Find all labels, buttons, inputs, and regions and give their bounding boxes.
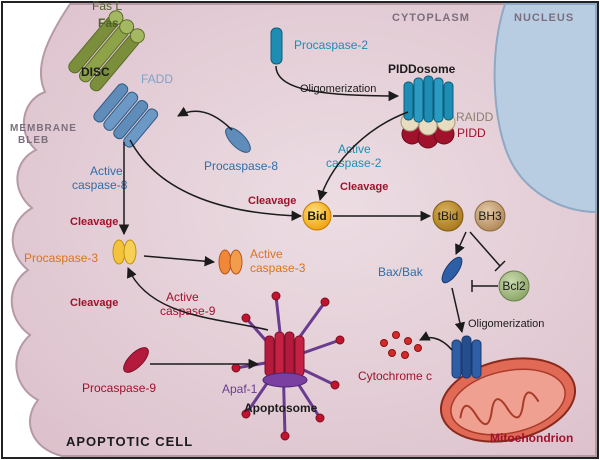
membrane-label-line2: BLEB [18,135,49,146]
nucleus [493,3,597,214]
bax-bak-molecule [441,256,463,284]
mitochondrion-organelle [439,335,577,443]
tbid-molecule [432,200,464,232]
bax-bak-label: Bax/Bak [378,265,424,279]
procaspase-9-molecule [123,347,149,373]
apoptosome-complex [231,291,345,441]
active-caspase-3-molecule [218,249,243,275]
cytoplasm-label: CYTOPLASM [392,12,470,24]
inhibit-bar-bcl2 [494,260,506,272]
apoptosome-label: Apoptosome [244,401,318,415]
arrow-baxbak-to-mitochondrion [451,287,466,334]
procaspase-8-label: Procaspase-8 [204,159,278,173]
procaspase-3-label: Procaspase-3 [24,251,98,265]
mitochondrion-label: Mitochondrion [490,431,573,445]
membrane-label-line1: MEMBRANE [10,123,77,134]
active-caspase-3-label-line1: Active [250,247,283,261]
arrow-procaspase3-to-caspase3 [143,255,216,267]
cytochrome-c-label: Cytochrome c [358,369,432,383]
pidd-label: PIDD [457,126,486,140]
procaspase-2-molecule [270,27,283,65]
arrow-procaspase8-to-disc [177,106,233,131]
bid-molecule [302,201,332,231]
active-caspase-8-label-line1: Active [90,164,123,178]
fas-receptor-complex [68,10,159,148]
apaf-1-label: Apaf-1 [222,382,258,396]
piddosome-label: PIDDosome [388,62,456,76]
procaspase-8-molecule [225,127,251,153]
arrow-piddosome-to-bid [317,111,409,202]
bid-label: Bid [307,209,326,223]
bcl2-molecule [498,270,530,302]
active-caspase-8-label-line2: caspase-8 [72,178,128,192]
piddosome-complex [400,75,456,149]
cytochrome-c-particles [380,331,422,359]
fas-l-label: Fas L [92,0,122,13]
active-caspase-3-label-line2: caspase-3 [250,261,306,275]
fas-label: Fas [98,16,119,30]
disc-label: DISC [81,65,110,79]
active-caspase-9-label-line2: caspase-9 [160,304,216,318]
active-caspase-2-label-line1: Active [338,142,371,156]
active-caspase-9-label-line1: Active [166,290,199,304]
raidd-label: RAIDD [456,110,494,124]
bcl2-label: Bcl2 [502,279,526,293]
cleavage-caspase9-label: Cleavage [70,297,118,309]
tbid-label: tBid [438,209,459,223]
procaspase-9-label: Procaspase-9 [82,381,156,395]
bh3-molecule [474,200,506,232]
arrow-procaspase2-to-piddosome [275,65,400,102]
nucleus-label: NUCLEUS [514,12,574,24]
cleavage-caspase2-label: Cleavage [340,181,388,193]
arrow-mitochondrion-to-cytochrome [419,331,453,351]
procaspase-2-label: Procaspase-2 [294,38,368,52]
arrow-tbid-to-baxbak [455,231,467,255]
bh3-label: BH3 [478,209,502,223]
apoptotic-cell-label: APOPTOTIC CELL [66,434,193,449]
arrow-apoptosome-to-procaspase3 [127,267,269,331]
cleavage-bid-label: Cleavage [248,195,296,207]
inhibit-tbid-to-bcl2 [469,231,501,267]
fadd-label: FADD [141,72,173,86]
active-caspase-2-label-line2: caspase-2 [326,156,382,170]
procaspase-3-molecule [112,239,137,265]
oligomerization-bottom-label: Oligomerization [468,318,544,330]
oligomerization-top-label: Oligomerization [300,83,376,95]
cleavage-caspase3-label: Cleavage [70,216,118,228]
arrow-disc-to-bid [129,139,303,221]
